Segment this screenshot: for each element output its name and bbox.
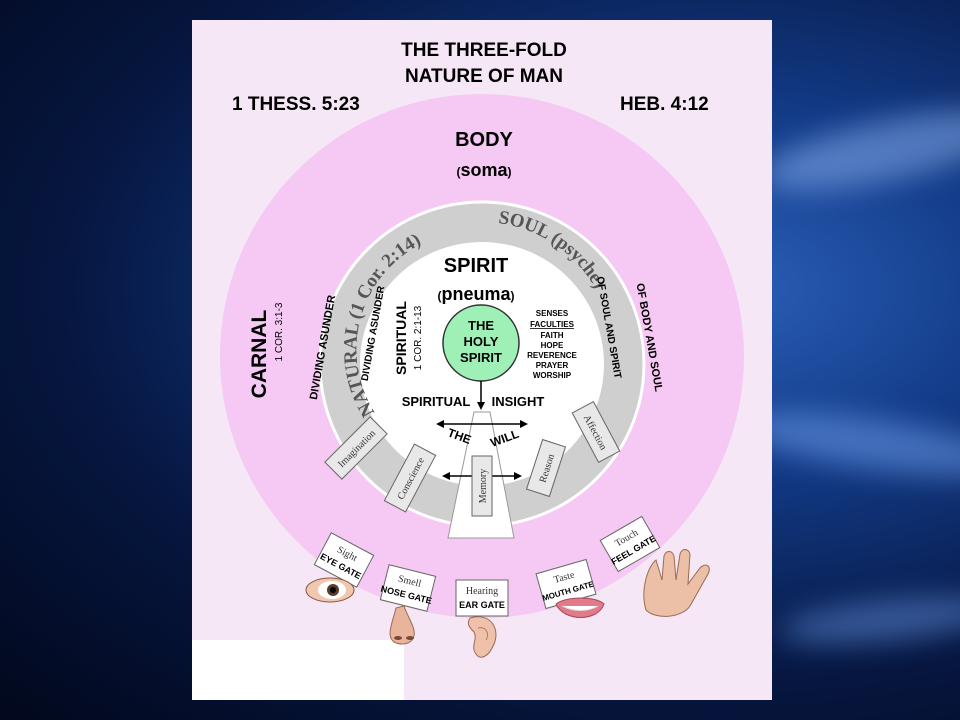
- faculty-item: WORSHIP: [533, 371, 572, 380]
- memory-arrow-right: [514, 472, 522, 480]
- gate-sense-label: Hearing: [466, 586, 498, 597]
- spirit-sub: pneuma: [441, 284, 511, 304]
- ref-right: HEB. 4:12: [620, 94, 709, 115]
- will-arrow-right: [520, 420, 528, 428]
- insight-right-label: INSIGHT: [492, 394, 545, 409]
- hand-icon: [643, 549, 710, 617]
- soul-faculty-label: Memory: [478, 469, 489, 503]
- caption-box: [192, 640, 404, 700]
- body-sub: soma: [460, 160, 508, 180]
- holy-spirit-line-2: HOLY: [464, 334, 499, 349]
- spiritual-label: SPIRITUAL: [393, 301, 409, 375]
- ref-left: 1 THESS. 5:23: [232, 94, 360, 115]
- eye-icon: [305, 577, 355, 603]
- holy-spirit-line-1: THE: [468, 318, 494, 333]
- memory-arrow-left: [442, 472, 450, 480]
- title-line-1: THE THREE-FOLD: [401, 40, 567, 61]
- holy-spirit-line-3: SPIRIT: [460, 350, 502, 365]
- spirit-sub-group: (pneuma): [437, 284, 514, 304]
- mouth-icon: [555, 597, 605, 618]
- insight-arrow-head: [477, 402, 485, 410]
- soul-faculty-tab: Reason: [525, 438, 567, 498]
- faculties-list: SENSES FACULTIES FAITH HOPE REVERENCE PR…: [527, 309, 577, 380]
- faculty-item: HOPE: [541, 341, 564, 350]
- gate-hearing: Hearing EAR GATE: [455, 579, 509, 617]
- faculty-item: REVERENCE: [527, 351, 577, 360]
- soul-faculty-tab: Memory: [471, 455, 493, 517]
- spirit-label: SPIRIT: [444, 255, 508, 277]
- spiritual-ref: 1 COR. 2:1-13: [413, 305, 424, 370]
- title-line-2: NATURE OF MAN: [405, 66, 563, 87]
- body-label: BODY: [455, 129, 513, 151]
- gate-name-label: EAR GATE: [459, 600, 505, 610]
- insight-left-label: SPIRITUAL: [402, 394, 471, 409]
- carnal-label: CARNAL: [248, 310, 271, 399]
- ear-icon: [467, 616, 497, 658]
- faculty-item: FAITH: [540, 331, 563, 340]
- carnal-ref: 1 COR. 3:1-3: [274, 302, 285, 361]
- faculty-item: PRAYER: [536, 361, 569, 370]
- faculty-item: FACULTIES: [530, 320, 575, 329]
- gate-taste: Taste MOUTH GATE: [535, 558, 597, 610]
- body-sub-group: (soma): [456, 160, 511, 180]
- faculty-item: SENSES: [536, 309, 569, 318]
- nose-icon: [389, 605, 415, 645]
- gate-smell: Smell NOSE GATE: [380, 564, 437, 612]
- will-arrow-left: [436, 420, 444, 428]
